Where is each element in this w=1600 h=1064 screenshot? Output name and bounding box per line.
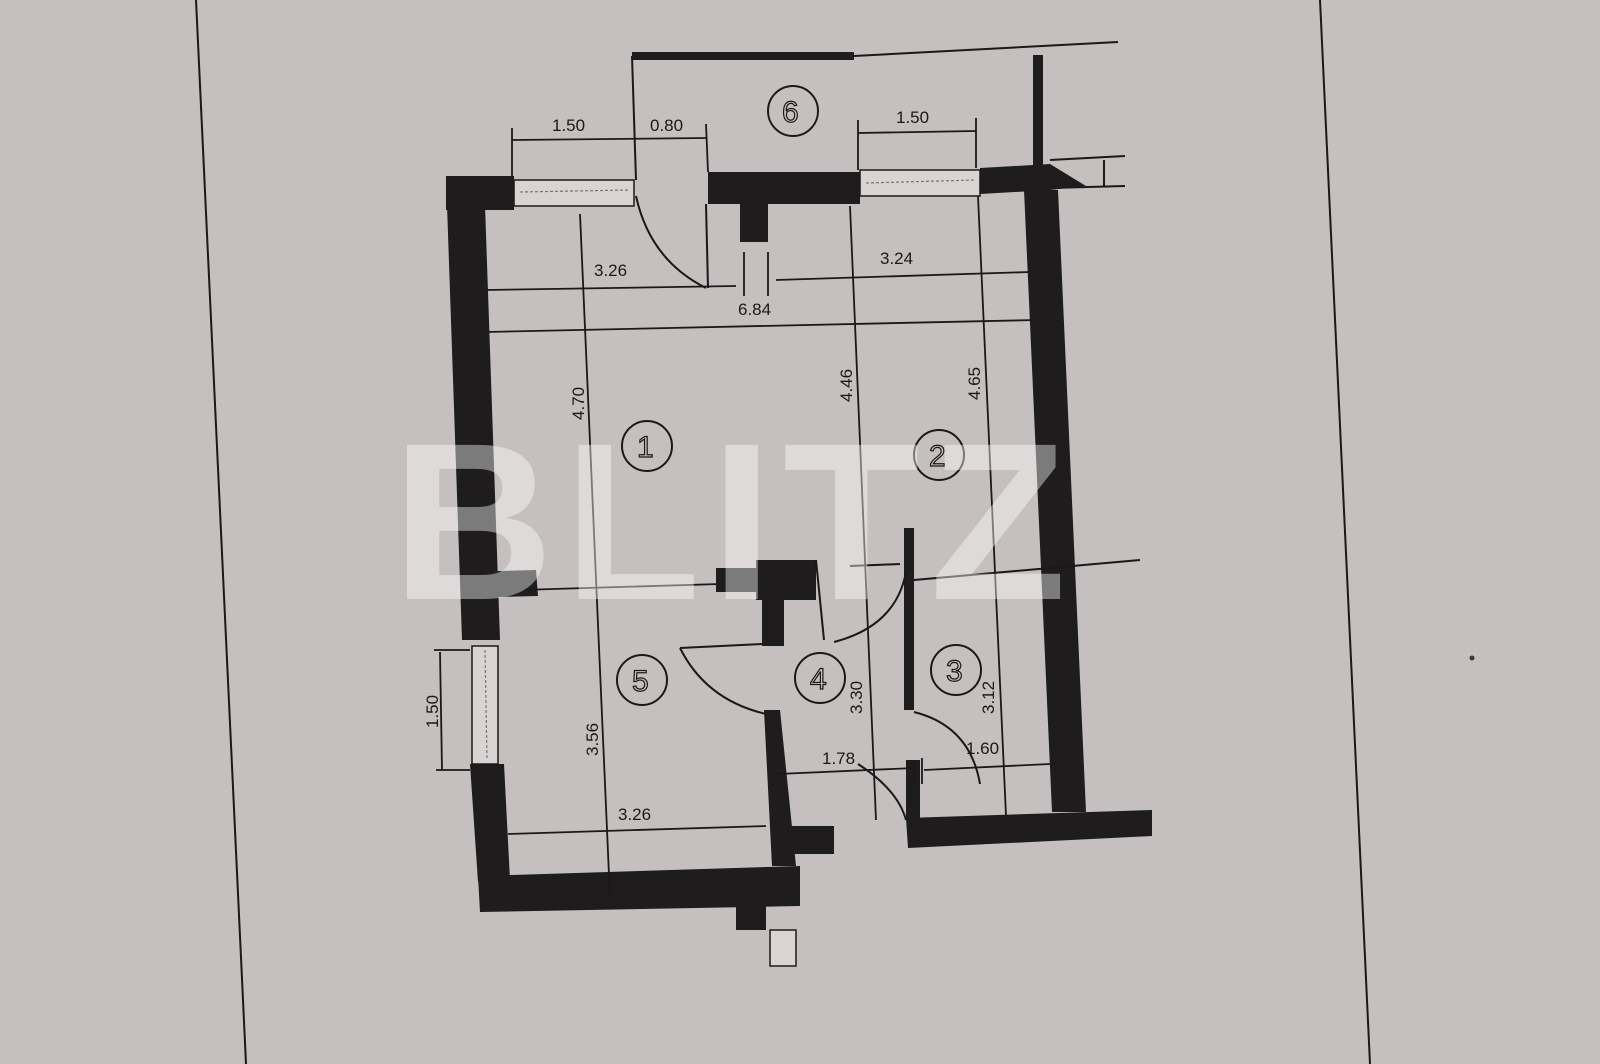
dim-label-entry-door: 0.80 xyxy=(650,116,683,135)
room-6-circle xyxy=(767,85,819,137)
balcony-left-line xyxy=(631,55,637,181)
dim-label-room4-depth: 3.30 xyxy=(847,681,866,714)
dim-label-room2-width: 3.24 xyxy=(880,249,913,268)
room-3-circle xyxy=(930,644,982,696)
partition-left-stub xyxy=(462,570,538,598)
dim-label-top-window-right: 1.50 xyxy=(896,108,929,127)
room4-bottom-stub xyxy=(772,826,834,854)
room-3-number: 3 xyxy=(946,655,963,688)
window-bottom xyxy=(769,929,797,967)
window-top-right-glass xyxy=(865,179,977,184)
dim-label-room2-inner-depth: 4.46 xyxy=(837,369,856,402)
room-2-number: 2 xyxy=(929,440,946,473)
room-1-circle xyxy=(621,420,673,472)
room-6-number: 6 xyxy=(782,96,799,129)
dim-line-room4-width xyxy=(777,767,915,775)
balcony-top-wall xyxy=(632,52,854,60)
partition-room2-room3 xyxy=(913,559,1141,581)
room-5-number: 5 xyxy=(632,665,649,698)
top-wall-right-corner xyxy=(980,164,1086,194)
entry-door-leaf xyxy=(705,203,709,289)
room4-door-frame xyxy=(815,559,825,641)
room-marker-3: 3 xyxy=(930,644,982,696)
window-top-left xyxy=(513,179,635,207)
bottom-right-wall xyxy=(906,810,1152,848)
paper-speck xyxy=(1469,655,1475,661)
partition-corner-lower xyxy=(762,596,784,646)
dim-line-room1-depth xyxy=(579,213,611,899)
partition-corner xyxy=(756,560,816,600)
page-edge-left xyxy=(195,0,247,1064)
balcony-rail-line xyxy=(853,41,1119,57)
dim-tick xyxy=(705,123,709,173)
room4-door-swing xyxy=(857,763,907,821)
right-wall xyxy=(1024,190,1086,812)
dim-line-room2-width xyxy=(775,271,1031,281)
room-4-circle xyxy=(794,652,846,704)
room-4-number: 4 xyxy=(810,663,827,696)
top-wall-middle xyxy=(708,172,860,204)
window-room5-glass xyxy=(484,649,488,761)
room-marker-1: 1 xyxy=(621,420,673,472)
dim-line-room5-width xyxy=(507,825,767,835)
dim-label-room3-width: 1.60 xyxy=(966,739,999,758)
bottom-wall-stub xyxy=(736,890,766,930)
room-marker-6: 6 xyxy=(767,85,819,137)
room-marker-5: 5 xyxy=(616,654,668,706)
dim-line-room2-inner xyxy=(849,205,877,821)
room-marker-2: 2 xyxy=(913,429,965,481)
room3-left-wall xyxy=(904,528,914,710)
room3-door-swing xyxy=(913,711,981,785)
room-marker-4: 4 xyxy=(794,652,846,704)
dim-label-room5-window: 1.50 xyxy=(423,695,442,728)
dim-line-total-width xyxy=(485,319,1037,333)
dim-line-top-left xyxy=(511,137,707,141)
dim-label-room3-depth: 3.12 xyxy=(979,681,998,714)
dim-line-room3-width xyxy=(923,763,1051,771)
balcony-right-post xyxy=(1033,55,1043,175)
dim-label-room1-width: 3.26 xyxy=(594,261,627,280)
room-5-circle xyxy=(616,654,668,706)
window-room5 xyxy=(471,645,499,765)
dim-label-room4-width: 1.78 xyxy=(822,749,855,768)
dim-line-top-right xyxy=(857,130,977,134)
balcony-ext-line-top xyxy=(1049,155,1126,161)
dim-line-room5-window xyxy=(439,651,443,771)
room5-door-swing xyxy=(679,647,767,715)
dim-label-top-window-left: 1.50 xyxy=(552,116,585,135)
dim-line-room2-depth xyxy=(977,195,1007,817)
dim-label-total-width: 6.84 xyxy=(738,300,771,319)
window-top-left-glass xyxy=(519,189,631,193)
window-top-right xyxy=(859,169,981,197)
page-edge-right xyxy=(1319,0,1371,1064)
dim-label-room1-depth: 4.70 xyxy=(569,387,588,420)
left-wall-upper xyxy=(446,176,500,640)
dim-label-room5-depth: 3.56 xyxy=(583,723,602,756)
bottom-wall xyxy=(478,866,800,912)
partition-room1-room5 xyxy=(519,583,721,591)
left-wall-lower xyxy=(470,764,510,882)
room3-door-jamb xyxy=(906,760,920,820)
room-1-number: 1 xyxy=(637,431,654,464)
room2-door-threshold xyxy=(849,563,901,567)
room-2-circle xyxy=(913,429,965,481)
room2-door-swing xyxy=(833,571,907,643)
dim-label-room2-depth: 4.65 xyxy=(965,367,984,400)
top-wall-pillar xyxy=(740,200,768,242)
partition-block xyxy=(716,568,760,592)
room5-door-leaf xyxy=(679,643,763,649)
dim-label-room5-width: 3.26 xyxy=(618,805,651,824)
entry-door-swing xyxy=(635,195,707,289)
dim-line-room1-width xyxy=(485,285,737,291)
